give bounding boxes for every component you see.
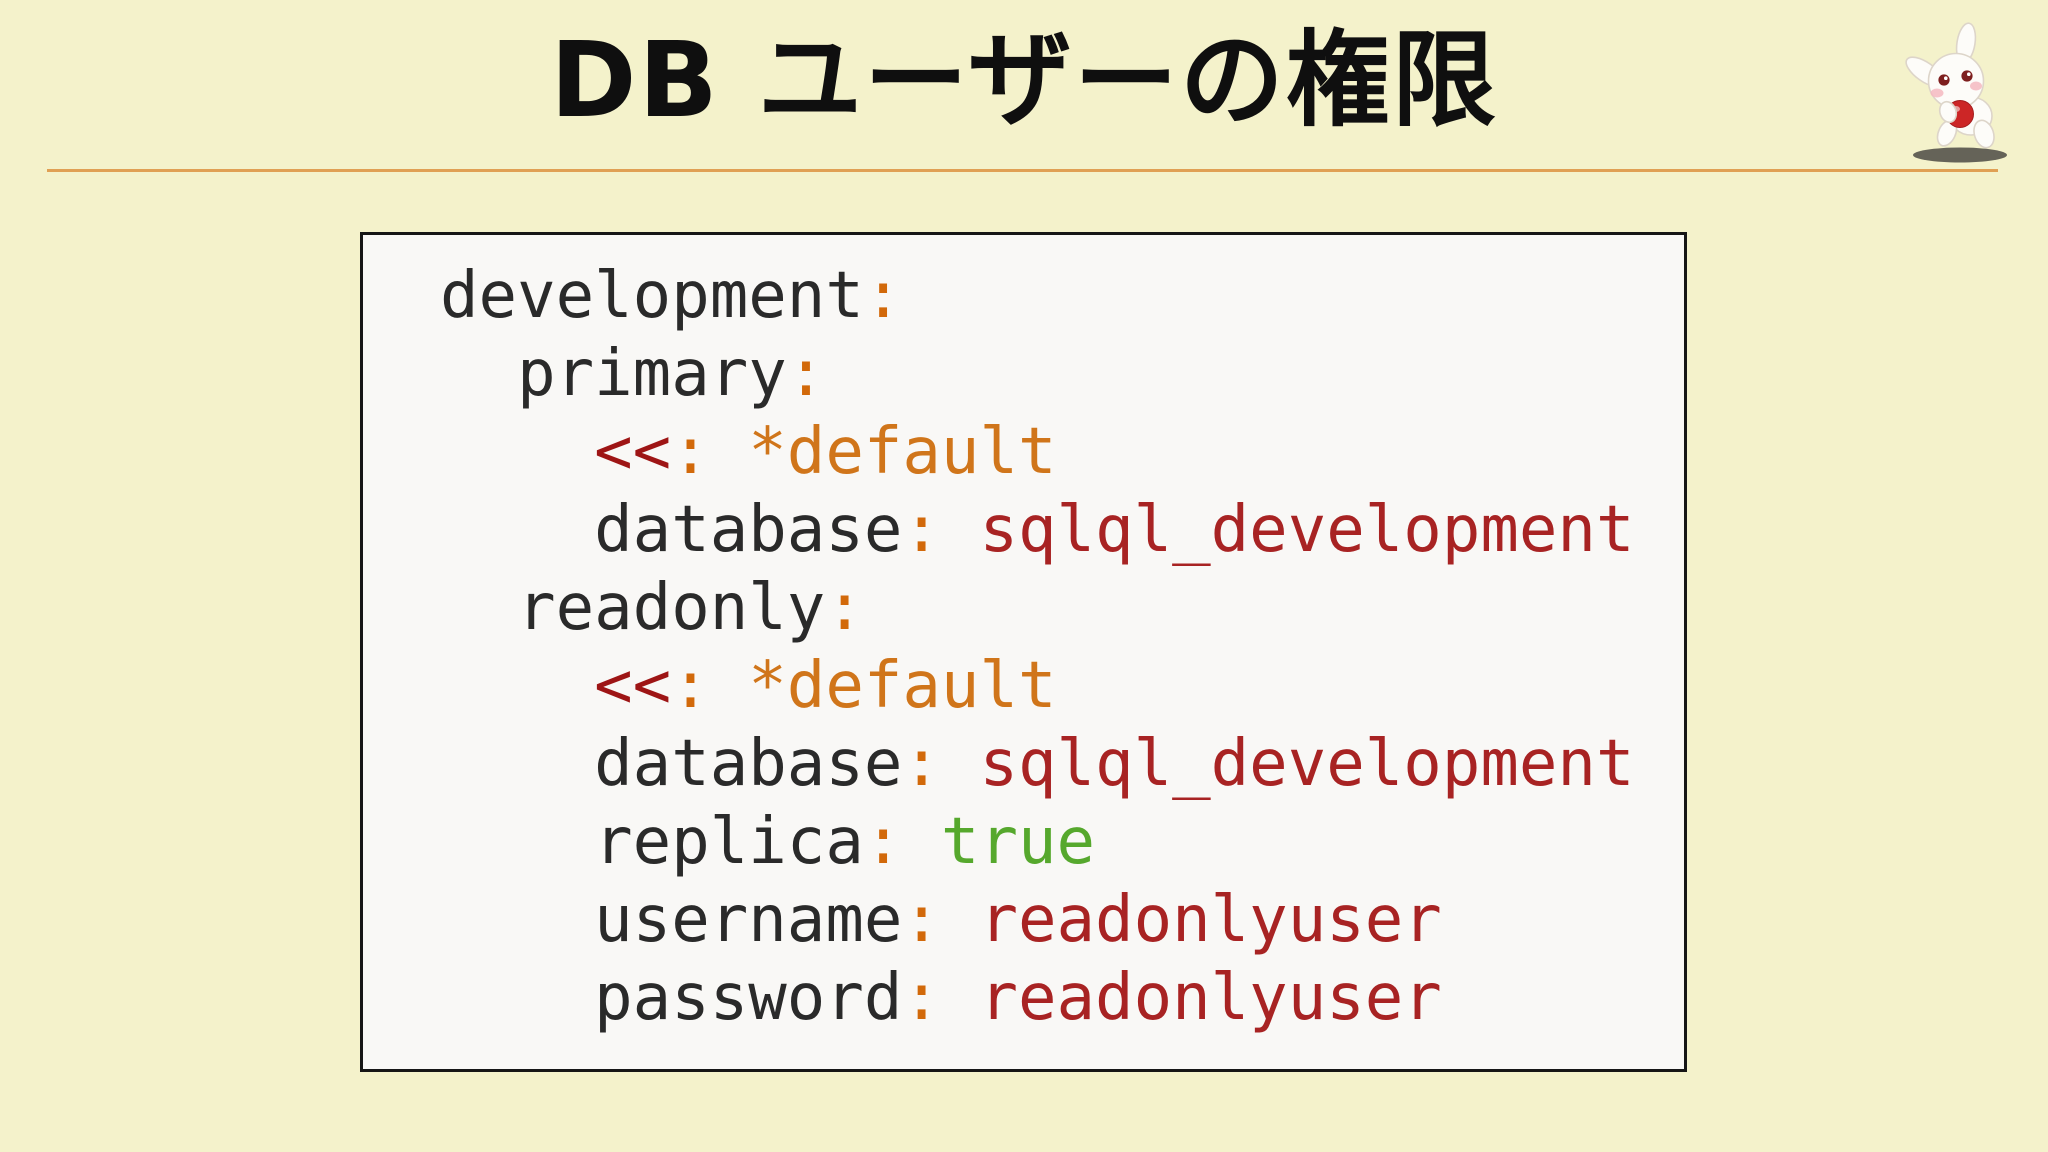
code-token-key: primary bbox=[440, 337, 787, 411]
code-line: readonly: bbox=[440, 569, 1676, 647]
code-line: username: readonlyuser bbox=[440, 881, 1676, 959]
code-token-punct: : bbox=[902, 961, 941, 1035]
code-token-str: readonlyuser bbox=[940, 883, 1442, 957]
code-token-key: readonly bbox=[440, 571, 826, 645]
code-token-str: sqlql_development bbox=[940, 493, 1635, 567]
code-token-punct: : bbox=[863, 259, 903, 333]
code-token-key: database bbox=[440, 727, 903, 801]
code-line: <<: *default bbox=[440, 647, 1676, 725]
code-token-key: development bbox=[440, 259, 864, 333]
code-token-key: replica bbox=[440, 805, 864, 879]
code-token-key: password bbox=[440, 961, 903, 1035]
code-token-punct: : bbox=[671, 649, 710, 723]
code-token-punct: : bbox=[902, 493, 941, 567]
code-token-str: sqlql_development bbox=[940, 727, 1635, 801]
yaml-code-block: development: primary: <<: *default datab… bbox=[360, 232, 1687, 1072]
code-token-punct: : bbox=[902, 727, 941, 801]
code-token-alias: *default bbox=[709, 415, 1057, 489]
code-line: development: bbox=[440, 257, 1676, 335]
code-token-punct: : bbox=[671, 415, 710, 489]
code-line: database: sqlql_development bbox=[440, 725, 1676, 803]
code-token-alias: *default bbox=[709, 649, 1057, 723]
page-title: DB ユーザーの権限 bbox=[550, 19, 1498, 141]
yaml-code: development: primary: <<: *default datab… bbox=[440, 257, 1676, 1037]
code-token-punct: : bbox=[825, 571, 864, 645]
code-line: <<: *default bbox=[440, 413, 1676, 491]
code-token-merge: << bbox=[440, 649, 672, 723]
code-token-merge: << bbox=[440, 415, 672, 489]
code-line: database: sqlql_development bbox=[440, 491, 1676, 569]
code-token-bool: true bbox=[902, 805, 1096, 879]
code-line: replica: true bbox=[440, 803, 1676, 881]
code-token-str: readonlyuser bbox=[940, 961, 1442, 1035]
code-line: primary: bbox=[440, 335, 1676, 413]
code-token-punct: : bbox=[863, 805, 903, 879]
rabbit-mascot-icon bbox=[1905, 22, 2007, 163]
code-token-punct: : bbox=[786, 337, 826, 411]
code-token-punct: : bbox=[902, 883, 941, 957]
title-divider bbox=[47, 169, 1998, 172]
code-token-key: database bbox=[440, 493, 903, 567]
code-line: password: readonlyuser bbox=[440, 959, 1676, 1037]
code-token-key: username bbox=[440, 883, 903, 957]
